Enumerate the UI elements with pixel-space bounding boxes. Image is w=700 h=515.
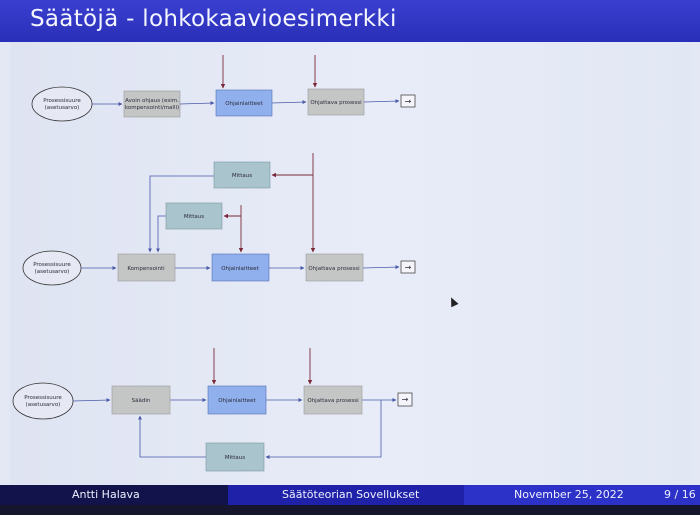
d2-actuator-block xyxy=(211,253,270,282)
d3-controller-block xyxy=(111,385,171,415)
d1-link-ff-act xyxy=(179,101,215,106)
title-bar: Säätöjä - lohkokaavioesimerkki xyxy=(0,0,700,42)
d3-output-box xyxy=(397,392,413,407)
d1-feedforward-line2: kompensointi/malli) xyxy=(125,105,179,111)
d1-feedforward-block xyxy=(123,90,181,118)
d1-reference-line2: (asetusarvo) xyxy=(45,105,80,111)
d1-link-act-proc xyxy=(271,100,307,105)
d2-measurement-top-label: Mittaus xyxy=(232,173,252,179)
footer-course-section: Säätöteorian Sovellukset xyxy=(228,485,464,505)
screen-bottom-edge xyxy=(0,505,700,515)
footer: Antti Halava Säätöteorian Sovellukset No… xyxy=(0,485,700,515)
d3-reference-ellipse xyxy=(12,382,74,420)
d3-output-arrow: → xyxy=(402,395,409,404)
d2-top-measure-feed xyxy=(148,175,214,253)
footer-page-number: 9 / 16 xyxy=(664,488,696,501)
d1-process-block xyxy=(307,88,365,116)
d2-measurement-mid-label: Mittaus xyxy=(184,214,204,220)
slide-title: Säätöjä - lohkokaavioesimerkki xyxy=(30,6,397,32)
d2-mid-measure-feed xyxy=(156,215,166,253)
d3-process-block xyxy=(303,385,363,415)
d3-reference-line1: Prosessisuure xyxy=(24,395,62,401)
footer-date: November 25, 2022 xyxy=(514,488,624,501)
footer-course: Säätöteorian Sovellukset xyxy=(282,488,420,501)
d1-output-arrow: → xyxy=(405,97,412,106)
d1-link-proc-out xyxy=(363,99,400,104)
d2-compensator-block xyxy=(117,253,176,282)
d3-process-label: Ohjattava prosessi xyxy=(307,398,359,404)
d2-process-label: Ohjattava prosessi xyxy=(308,266,360,272)
d2-link-proc-out xyxy=(362,265,400,270)
d1-output-box xyxy=(400,94,416,108)
diagram-3: Prosessisuure (asetusarvo) Säädin Ohjain… xyxy=(12,348,413,472)
d2-measurement-top-block xyxy=(213,161,271,189)
footer-author-section: Antti Halava xyxy=(0,485,228,505)
d2-output-arrow: → xyxy=(405,263,412,272)
d2-actuator-label: Ohjainlaitteet xyxy=(221,266,259,272)
d1-feedforward-line1: Avoin ohjaus (esim. xyxy=(125,98,179,104)
d3-link-ref-ctrl xyxy=(72,398,111,403)
d3-measurement-label: Mittaus xyxy=(225,455,245,461)
d2-reference-ellipse xyxy=(22,250,82,286)
diagram-2: Mittaus Mittaus Prosessisuure (asetusarv… xyxy=(22,153,416,286)
d3-feedback-to-controller xyxy=(138,415,206,458)
d2-reference-line2: (asetusarvo) xyxy=(35,269,70,275)
footer-date-section: November 25, 2022 9 / 16 xyxy=(464,485,700,505)
d3-measurement-block xyxy=(205,442,265,472)
d3-actuator-label: Ohjainlaitteet xyxy=(218,398,256,404)
d2-output-box xyxy=(400,260,416,274)
d1-actuator-label: Ohjainlaitteet xyxy=(225,101,263,107)
d2-reference-line1: Prosessisuure xyxy=(33,262,71,268)
diagram-1: Prosessisuure (asetusarvo) Avoin ohjaus … xyxy=(31,55,416,122)
d2-measurement-mid-block xyxy=(165,202,223,230)
d1-process-label: Ohjattava prosessi xyxy=(310,100,362,106)
d1-reference-line1: Prosessisuure xyxy=(43,98,81,104)
footer-author: Antti Halava xyxy=(72,488,140,501)
d3-reference-line2: (asetusarvo) xyxy=(26,402,61,408)
d2-compensator-label: Kompensointi xyxy=(127,266,165,272)
d3-controller-label: Säädin xyxy=(132,398,151,404)
d3-feedback-to-measure xyxy=(265,400,382,459)
d2-process-block xyxy=(305,253,364,282)
d1-reference-ellipse xyxy=(31,86,93,122)
